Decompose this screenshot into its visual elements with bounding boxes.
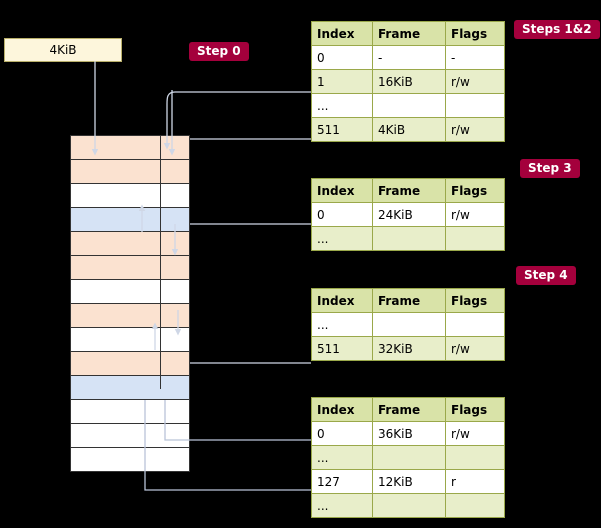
cell-flags bbox=[445, 493, 505, 518]
cell-flags bbox=[445, 312, 505, 337]
cell-flags bbox=[445, 226, 505, 251]
label-steps-1-2: Steps 1&2 bbox=[514, 20, 600, 39]
col-header-flags: Flags bbox=[445, 288, 505, 313]
col-header-index: Index bbox=[311, 397, 373, 422]
cell-index: ... bbox=[311, 493, 373, 518]
memory-frame-inner-cell bbox=[160, 274, 190, 297]
cell-flags: r/w bbox=[445, 336, 505, 361]
cell-frame: 24KiB bbox=[372, 202, 446, 227]
cell-frame bbox=[372, 445, 446, 470]
table-row: 511 4KiB r/w bbox=[311, 117, 505, 142]
table-row: 0 36KiB r/w bbox=[311, 421, 505, 446]
cell-index: ... bbox=[311, 445, 373, 470]
table-row: ... bbox=[311, 445, 505, 470]
page-table-step3: Index Frame Flags 0 24KiB r/w ... bbox=[311, 178, 505, 251]
virtual-address-label: 4KiB bbox=[49, 43, 77, 57]
cell-index: 127 bbox=[311, 469, 373, 494]
memory-frame-inner-cell bbox=[160, 297, 190, 320]
cell-frame bbox=[372, 312, 446, 337]
col-header-frame: Frame bbox=[372, 397, 446, 422]
memory-frame-inner-cell bbox=[160, 343, 190, 366]
col-header-frame: Frame bbox=[372, 178, 446, 203]
memory-frame-cell bbox=[70, 352, 190, 376]
cell-flags: r/w bbox=[445, 69, 505, 94]
memory-frame-cell bbox=[70, 232, 190, 256]
cell-index: 0 bbox=[311, 421, 373, 446]
cell-frame: 16KiB bbox=[372, 69, 446, 94]
cell-index: ... bbox=[311, 312, 373, 337]
cell-flags bbox=[445, 445, 505, 470]
table-header-row: Index Frame Flags bbox=[311, 397, 505, 422]
table-header-row: Index Frame Flags bbox=[311, 21, 505, 46]
memory-frame-cell bbox=[70, 184, 190, 208]
cell-frame: 32KiB bbox=[372, 336, 446, 361]
cell-frame bbox=[372, 226, 446, 251]
col-header-flags: Flags bbox=[445, 21, 505, 46]
memory-frame-inner-cell bbox=[160, 182, 190, 205]
col-header-frame: Frame bbox=[372, 21, 446, 46]
col-header-index: Index bbox=[311, 178, 373, 203]
table-header-row: Index Frame Flags bbox=[311, 178, 505, 203]
cell-index: ... bbox=[311, 226, 373, 251]
label-step-0: Step 0 bbox=[189, 42, 249, 61]
memory-frame-cell bbox=[70, 280, 190, 304]
memory-frame-inner-cell bbox=[160, 159, 190, 182]
memory-frame-inner-cell bbox=[160, 135, 190, 159]
col-header-index: Index bbox=[311, 21, 373, 46]
memory-frames-inner-column bbox=[160, 135, 190, 389]
cell-index: ... bbox=[311, 93, 373, 118]
page-table-step4: Index Frame Flags ... 511 32KiB r/w bbox=[311, 288, 505, 361]
col-header-flags: Flags bbox=[445, 178, 505, 203]
memory-frame-cell bbox=[70, 208, 190, 232]
cell-flags: r/w bbox=[445, 202, 505, 227]
cell-index: 1 bbox=[311, 69, 373, 94]
memory-frame-cell bbox=[70, 160, 190, 184]
col-header-index: Index bbox=[311, 288, 373, 313]
cell-index: 511 bbox=[311, 117, 373, 142]
memory-frame-cell bbox=[70, 328, 190, 352]
virtual-address-box: 4KiB bbox=[4, 38, 122, 62]
memory-frame-cell bbox=[70, 448, 190, 472]
cell-flags: r/w bbox=[445, 421, 505, 446]
memory-frame-cell bbox=[70, 400, 190, 424]
label-step-4: Step 4 bbox=[516, 266, 576, 285]
label-step-3: Step 3 bbox=[520, 159, 580, 178]
table-row: ... bbox=[311, 493, 505, 518]
col-header-flags: Flags bbox=[445, 397, 505, 422]
memory-frame-cell bbox=[70, 256, 190, 280]
table-row: 511 32KiB r/w bbox=[311, 336, 505, 361]
cell-frame: 36KiB bbox=[372, 421, 446, 446]
table-header-row: Index Frame Flags bbox=[311, 288, 505, 313]
table-row: ... bbox=[311, 312, 505, 337]
table-row: ... bbox=[311, 226, 505, 251]
page-table-bottom: Index Frame Flags 0 36KiB r/w ... 127 12… bbox=[311, 397, 505, 518]
cell-flags: - bbox=[445, 45, 505, 70]
memory-frame-cell bbox=[70, 376, 190, 400]
cell-index: 511 bbox=[311, 336, 373, 361]
memory-frame-cell bbox=[70, 424, 190, 448]
table-row: ... bbox=[311, 93, 505, 118]
table-row: 127 12KiB r bbox=[311, 469, 505, 494]
table-row: 0 - - bbox=[311, 45, 505, 70]
memory-frame-inner-cell bbox=[160, 366, 190, 389]
cell-frame bbox=[372, 93, 446, 118]
cell-flags bbox=[445, 93, 505, 118]
cell-flags: r/w bbox=[445, 117, 505, 142]
col-header-frame: Frame bbox=[372, 288, 446, 313]
table-row: 0 24KiB r/w bbox=[311, 202, 505, 227]
cell-frame bbox=[372, 493, 446, 518]
memory-frame-inner-cell bbox=[160, 205, 190, 228]
cell-frame: 4KiB bbox=[372, 117, 446, 142]
memory-frame-inner-cell bbox=[160, 320, 190, 343]
cell-index: 0 bbox=[311, 45, 373, 70]
memory-frame-cell bbox=[70, 304, 190, 328]
page-table-steps12: Index Frame Flags 0 - - 1 16KiB r/w ... … bbox=[311, 21, 505, 142]
cell-frame: 12KiB bbox=[372, 469, 446, 494]
memory-frame-inner-cell bbox=[160, 228, 190, 251]
cell-frame: - bbox=[372, 45, 446, 70]
cell-index: 0 bbox=[311, 202, 373, 227]
table-row: 1 16KiB r/w bbox=[311, 69, 505, 94]
memory-frame-inner-cell bbox=[160, 251, 190, 274]
cell-flags: r bbox=[445, 469, 505, 494]
